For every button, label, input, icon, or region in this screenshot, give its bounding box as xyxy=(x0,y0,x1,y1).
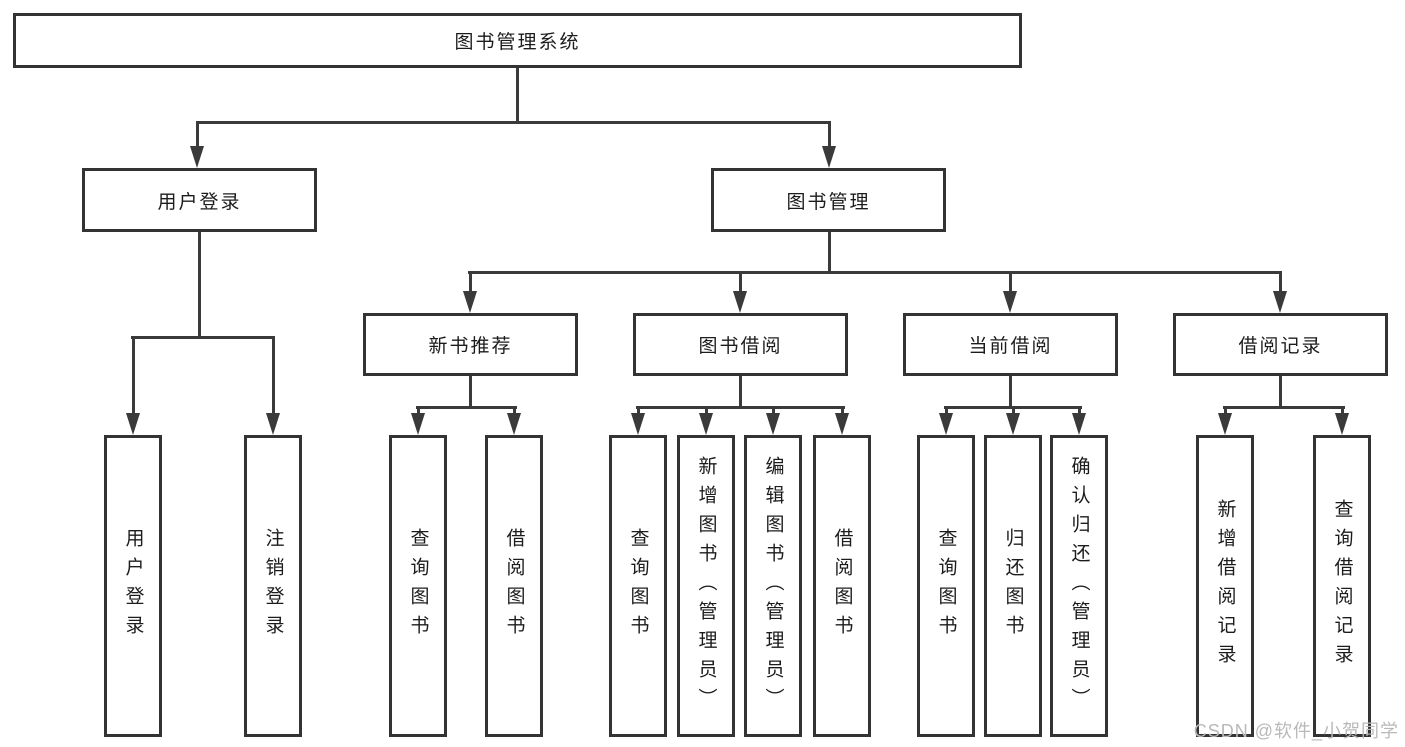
arrow-down-icon xyxy=(1273,291,1287,313)
connector-drop-leaf xyxy=(272,337,275,417)
leaf-return-books: 归还图书 xyxy=(984,435,1042,737)
leaf-query-books-3-label: 查询图书 xyxy=(935,528,957,644)
arrow-down-icon xyxy=(1335,413,1349,435)
connector-user-login-stub xyxy=(198,232,201,339)
leaf-borrow-books-1-label: 借阅图书 xyxy=(503,528,525,644)
connector-book-management-stub xyxy=(828,232,831,274)
connector-new-book-bar xyxy=(416,406,517,409)
node-borrow-records: 借阅记录 xyxy=(1173,313,1388,376)
leaf-query-books-3: 查询图书 xyxy=(917,435,975,737)
node-root: 图书管理系统 xyxy=(13,13,1022,68)
connector-drop-leaf xyxy=(1012,407,1015,417)
arrow-down-icon xyxy=(631,413,645,435)
leaf-user-login: 用户登录 xyxy=(104,435,162,737)
connector-book-management-bar xyxy=(468,271,1282,274)
node-book-management: 图书管理 xyxy=(711,168,946,232)
connector-drop-leaf xyxy=(1341,407,1344,417)
connector-drop-level3 xyxy=(1009,272,1012,296)
connector-drop-leaf xyxy=(841,407,844,417)
node-new-book-recommend-label: 新书推荐 xyxy=(428,336,513,357)
node-current-borrow-label: 当前借阅 xyxy=(968,336,1053,357)
connector-drop-book-management xyxy=(828,122,831,150)
leaf-add-borrow-record: 新增借阅记录 xyxy=(1196,435,1254,737)
node-book-borrow-label: 图书借阅 xyxy=(698,336,783,357)
connector-drop-level3 xyxy=(469,272,472,296)
arrow-down-icon xyxy=(463,291,477,313)
connector-borrow-records-stub xyxy=(1279,376,1282,409)
arrow-down-icon xyxy=(699,413,713,435)
leaf-logout: 注销登录 xyxy=(244,435,302,737)
leaf-return-books-label: 归还图书 xyxy=(1002,528,1024,644)
arrow-down-icon xyxy=(822,146,836,168)
leaf-edit-books-admin: 编辑图书（管理员） xyxy=(744,435,802,737)
connector-root-bar xyxy=(196,121,831,124)
node-book-borrow: 图书借阅 xyxy=(633,313,848,376)
leaf-query-borrow-record: 查询借阅记录 xyxy=(1313,435,1371,737)
arrow-down-icon xyxy=(835,413,849,435)
leaf-query-books-2: 查询图书 xyxy=(609,435,667,737)
connector-drop-level3 xyxy=(1279,272,1282,296)
leaf-borrow-books-2-label: 借阅图书 xyxy=(831,528,853,644)
leaf-logout-label: 注销登录 xyxy=(262,528,284,644)
leaf-add-books-admin: 新增图书（管理员） xyxy=(677,435,735,737)
connector-drop-leaf xyxy=(417,407,420,417)
node-current-borrow: 当前借阅 xyxy=(903,313,1118,376)
connector-drop-leaf xyxy=(132,337,135,417)
arrow-down-icon xyxy=(1006,413,1020,435)
leaf-query-borrow-record-label: 查询借阅记录 xyxy=(1331,499,1353,673)
arrow-down-icon xyxy=(733,291,747,313)
arrow-down-icon xyxy=(126,413,140,435)
connector-borrow-records-bar xyxy=(1223,406,1345,409)
leaf-add-borrow-record-label: 新增借阅记录 xyxy=(1214,499,1236,673)
connector-drop-leaf xyxy=(1078,407,1081,417)
csdn-watermark: CSDN @软件_小贺同学 xyxy=(1193,721,1399,741)
arrow-down-icon xyxy=(1218,413,1232,435)
node-borrow-records-label: 借阅记录 xyxy=(1238,336,1323,357)
connector-book-borrow-stub xyxy=(739,376,742,409)
leaf-user-login-label: 用户登录 xyxy=(122,528,144,644)
connector-new-book-stub xyxy=(469,376,472,409)
arrow-down-icon xyxy=(1072,413,1086,435)
leaf-borrow-books-1: 借阅图书 xyxy=(485,435,543,737)
node-root-label: 图书管理系统 xyxy=(454,32,581,53)
connector-drop-leaf xyxy=(637,407,640,417)
arrow-down-icon xyxy=(766,413,780,435)
arrow-down-icon xyxy=(266,413,280,435)
connector-drop-user-login xyxy=(196,122,199,150)
connector-drop-level3 xyxy=(739,272,742,296)
leaf-query-books-1: 查询图书 xyxy=(389,435,447,737)
leaf-query-books-1-label: 查询图书 xyxy=(407,528,429,644)
leaf-confirm-return-admin-label: 确认归还（管理员） xyxy=(1068,455,1090,717)
leaf-add-books-admin-label: 新增图书（管理员） xyxy=(695,455,717,717)
node-user-login: 用户登录 xyxy=(82,168,317,232)
connector-drop-leaf xyxy=(1224,407,1227,417)
leaf-confirm-return-admin: 确认归还（管理员） xyxy=(1050,435,1108,737)
arrow-down-icon xyxy=(411,413,425,435)
leaf-borrow-books-2: 借阅图书 xyxy=(813,435,871,737)
leaf-query-books-2-label: 查询图书 xyxy=(627,528,649,644)
connector-current-borrow-stub xyxy=(1009,376,1012,409)
connector-book-borrow-bar xyxy=(636,406,845,409)
connector-root-stub xyxy=(516,68,519,124)
connector-drop-leaf xyxy=(705,407,708,417)
connector-user-login-bar xyxy=(131,336,275,339)
leaf-edit-books-admin-label: 编辑图书（管理员） xyxy=(762,455,784,717)
arrow-down-icon xyxy=(939,413,953,435)
node-user-login-label: 用户登录 xyxy=(157,191,242,213)
arrow-down-icon xyxy=(1003,291,1017,313)
connector-drop-leaf xyxy=(772,407,775,417)
arrow-down-icon xyxy=(190,146,204,168)
connector-drop-leaf xyxy=(945,407,948,417)
node-book-management-label: 图书管理 xyxy=(786,191,871,213)
connector-drop-leaf xyxy=(513,407,516,417)
node-new-book-recommend: 新书推荐 xyxy=(363,313,578,376)
arrow-down-icon xyxy=(507,413,521,435)
